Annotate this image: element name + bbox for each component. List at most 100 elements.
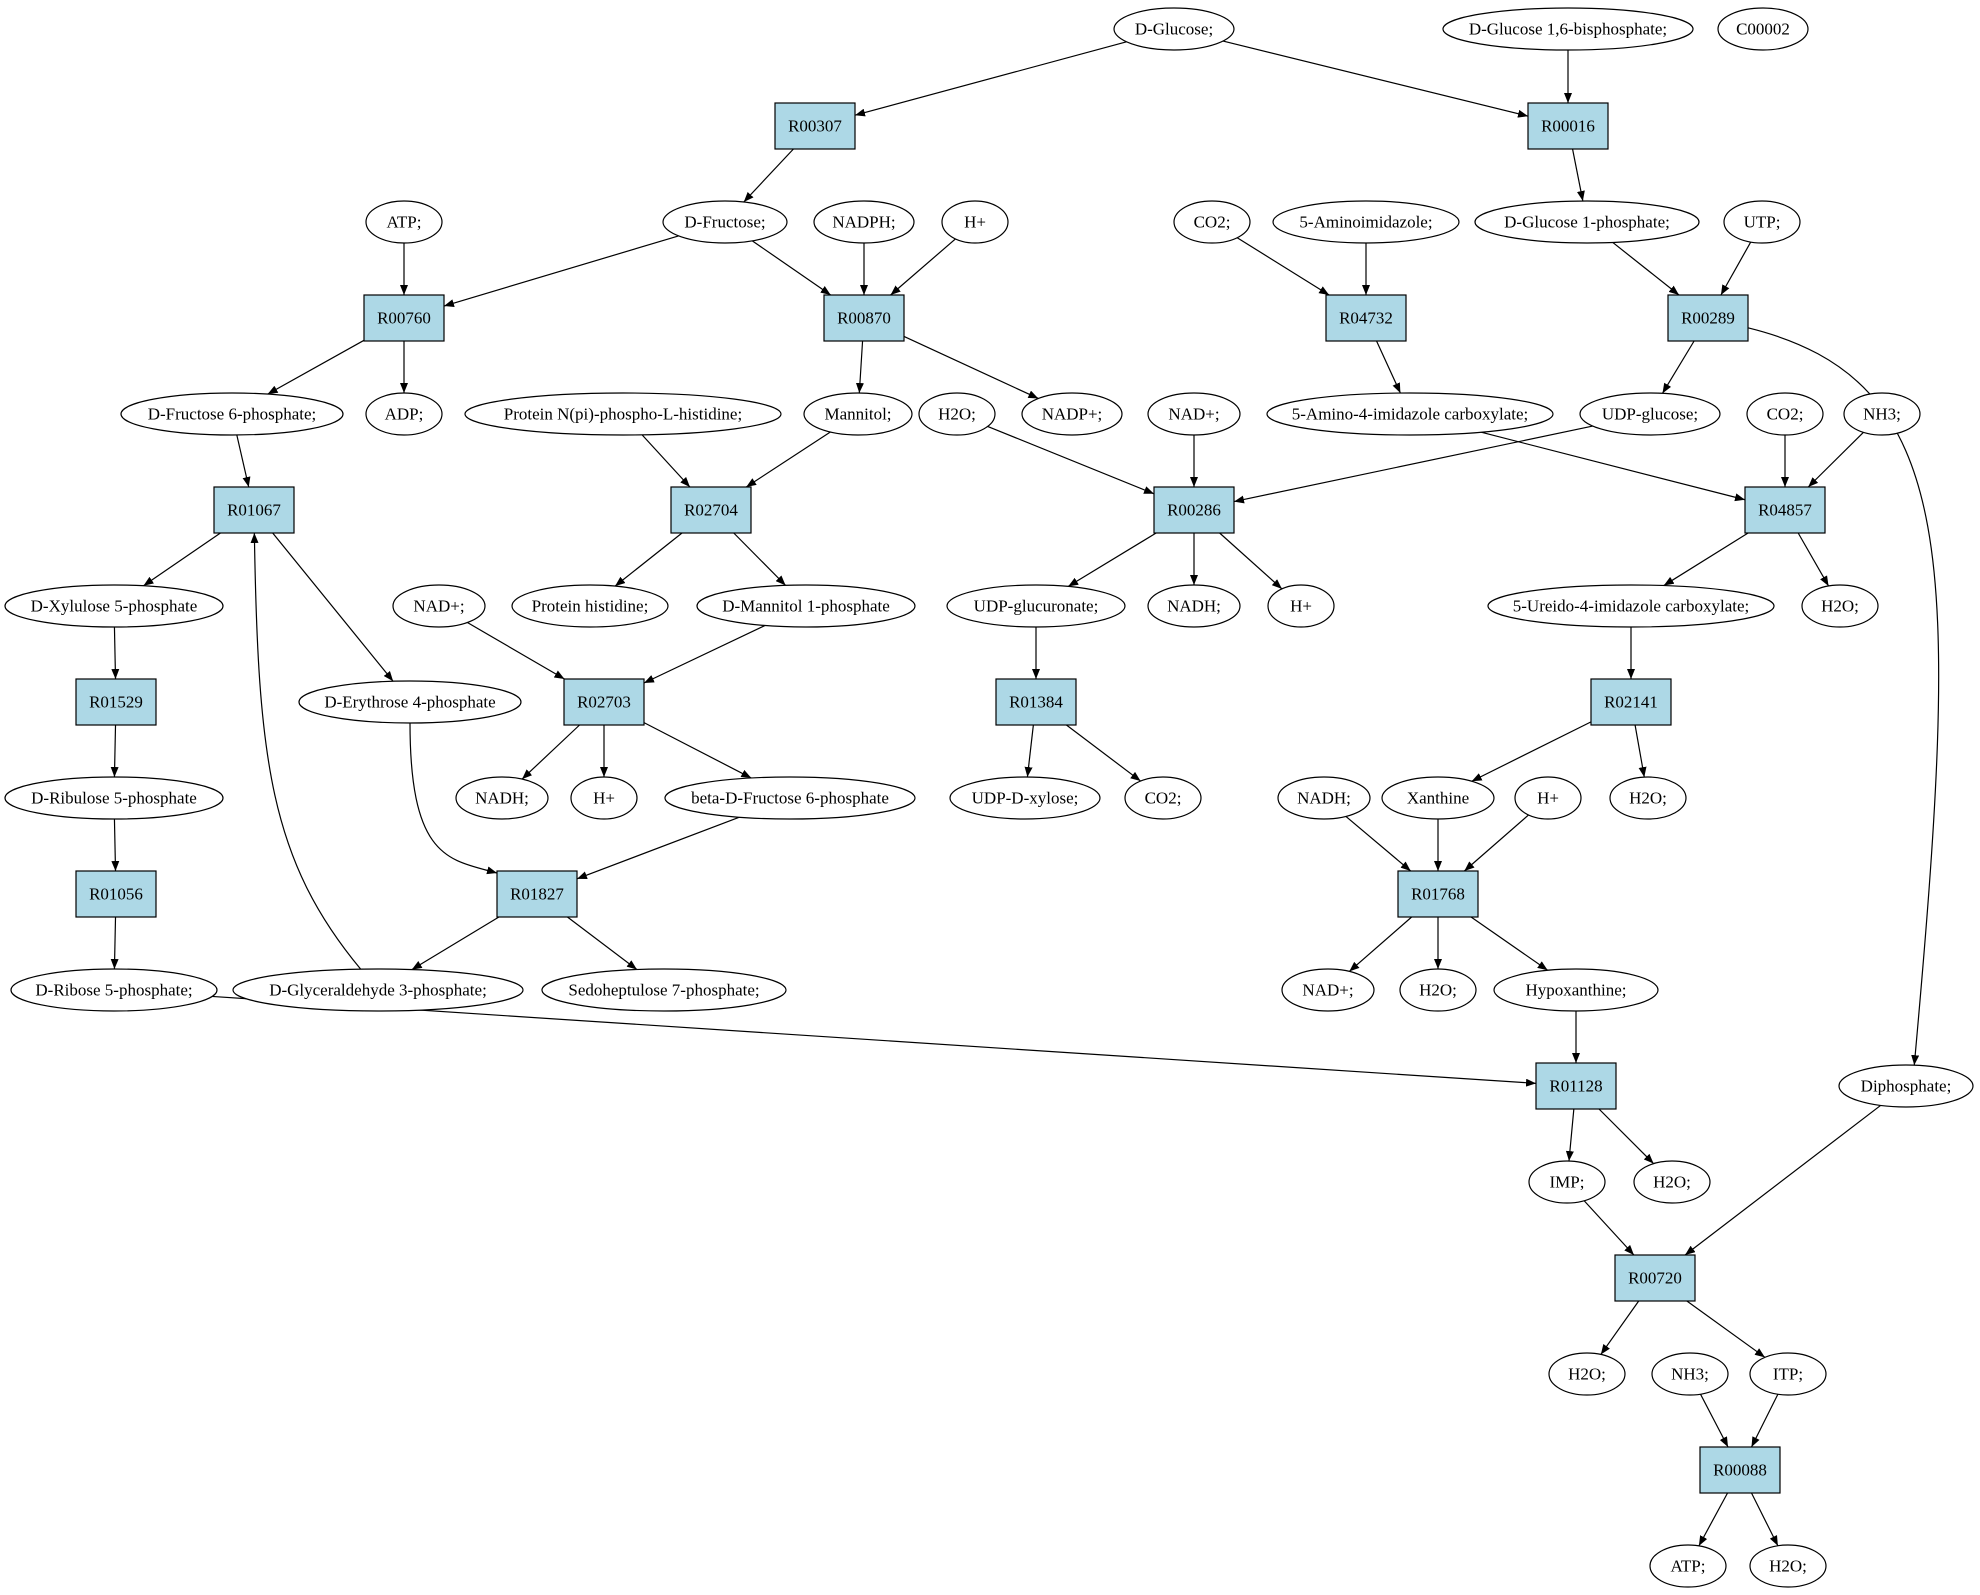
compound-node-c_udpglc[interactable]: UDP-glucose; <box>1579 392 1721 436</box>
compound-node-c_nh3_1[interactable]: NH3; <box>1843 392 1921 436</box>
compound-ellipse <box>1801 584 1879 628</box>
reaction-node-r_R01067[interactable]: R01067 <box>213 486 295 534</box>
compound-node-c_nadh_3[interactable]: NADH; <box>1277 776 1371 820</box>
compound-node-c_ru5p[interactable]: D-Ribulose 5-phosphate <box>4 776 224 820</box>
node-label: 5-Aminoimidazole; <box>1299 213 1432 232</box>
node-label: D-Xylulose 5-phosphate <box>31 597 198 616</box>
compound-node-c_adp[interactable]: ADP; <box>365 392 443 436</box>
reaction-node-r_R04732[interactable]: R04732 <box>1325 294 1407 342</box>
compound-node-c_nh3_2[interactable]: NH3; <box>1651 1352 1729 1396</box>
edge-r_R01067-to-c_e4p <box>272 532 394 682</box>
edge-c_glucose-to-r_R00016 <box>1222 40 1529 118</box>
compound-node-c_e4p[interactable]: D-Erythrose 4-phosphate <box>298 680 522 724</box>
compound-node-c_h2o_4[interactable]: H2O; <box>1399 968 1477 1012</box>
compound-node-c_hypox[interactable]: Hypoxanthine; <box>1493 968 1659 1012</box>
compound-node-c_nad_1[interactable]: NAD+; <box>1147 392 1241 436</box>
compound-node-c_mannitol[interactable]: Mannitol; <box>803 392 913 436</box>
compound-node-c_glc16bp[interactable]: D-Glucose 1,6-bisphosphate; <box>1442 7 1694 51</box>
reaction-node-r_R01056[interactable]: R01056 <box>75 870 157 918</box>
compound-ellipse <box>1514 776 1582 820</box>
reaction-node-r_R02141[interactable]: R02141 <box>1590 678 1672 726</box>
compound-ellipse <box>1487 584 1775 628</box>
compound-node-c_g3p[interactable]: D-Glyceraldehyde 3-phosphate; <box>232 968 524 1012</box>
compound-node-c_h2o_1[interactable]: H2O; <box>918 392 996 436</box>
reaction-node-r_R04857[interactable]: R04857 <box>1744 486 1826 534</box>
compound-node-c_atp1[interactable]: ATP; <box>365 200 443 244</box>
reaction-box <box>1699 1446 1781 1494</box>
node-label: R02141 <box>1604 693 1658 712</box>
edge-c_r5p-to-r_R01128 <box>212 995 1537 1087</box>
compound-node-c_h2o_3[interactable]: H2O; <box>1609 776 1687 820</box>
node-label: Hypoxanthine; <box>1525 981 1626 1000</box>
compound-node-c_utp[interactable]: UTP; <box>1723 200 1801 244</box>
compound-node-c_uicarbox[interactable]: 5-Ureido-4-imidazole carboxylate; <box>1487 584 1775 628</box>
compound-node-c_h2[interactable]: H+ <box>1267 584 1335 628</box>
compound-node-c_co2_1[interactable]: CO2; <box>1173 200 1251 244</box>
reaction-node-r_R02703[interactable]: R02703 <box>563 678 645 726</box>
reaction-node-r_R00307[interactable]: R00307 <box>774 102 856 150</box>
reaction-node-r_R01827[interactable]: R01827 <box>496 870 578 918</box>
compound-node-c_m1p[interactable]: D-Mannitol 1-phosphate <box>696 584 916 628</box>
reaction-node-r_R00088[interactable]: R00088 <box>1699 1446 1781 1494</box>
compound-node-c_c00002[interactable]: C00002 <box>1717 7 1809 51</box>
compound-node-c_aicarbox[interactable]: 5-Amino-4-imidazole carboxylate; <box>1266 392 1554 436</box>
compound-node-c_diphos[interactable]: Diphosphate; <box>1838 1064 1974 1108</box>
compound-node-c_h2o_2[interactable]: H2O; <box>1801 584 1879 628</box>
compound-node-c_glc1p[interactable]: D-Glucose 1-phosphate; <box>1474 200 1700 244</box>
reaction-box <box>774 102 856 150</box>
reaction-node-r_R01529[interactable]: R01529 <box>75 678 157 726</box>
compound-node-c_co2_2[interactable]: CO2; <box>1746 392 1824 436</box>
compound-node-c_protnphis[interactable]: Protein N(pi)-phospho-L-histidine; <box>464 392 782 436</box>
compound-node-c_prothis[interactable]: Protein histidine; <box>511 584 669 628</box>
compound-ellipse <box>803 392 913 436</box>
compound-node-c_itp[interactable]: ITP; <box>1749 1352 1827 1396</box>
compound-node-c_fructose[interactable]: D-Fructose; <box>662 200 788 244</box>
reaction-node-r_R00016[interactable]: R00016 <box>1527 102 1609 150</box>
compound-node-c_h1[interactable]: H+ <box>941 200 1009 244</box>
compound-node-c_co2_3[interactable]: CO2; <box>1124 776 1202 820</box>
compound-node-c_atp2[interactable]: ATP; <box>1649 1544 1727 1588</box>
compound-node-c_h3[interactable]: H+ <box>570 776 638 820</box>
node-label: H2O; <box>1568 1365 1606 1384</box>
compound-node-c_h2o_7[interactable]: H2O; <box>1749 1544 1827 1588</box>
reaction-node-r_R01384[interactable]: R01384 <box>995 678 1077 726</box>
compound-node-c_bf6p[interactable]: beta-D-Fructose 6-phosphate <box>664 776 916 820</box>
compound-node-c_h4[interactable]: H+ <box>1514 776 1582 820</box>
reaction-node-r_R00289[interactable]: R00289 <box>1667 294 1749 342</box>
reaction-node-r_R00286[interactable]: R00286 <box>1153 486 1235 534</box>
reaction-node-r_R00760[interactable]: R00760 <box>363 294 445 342</box>
edge-r_R00286-to-c_h2 <box>1219 532 1283 590</box>
compound-node-c_nad_2[interactable]: NAD+; <box>392 584 486 628</box>
compound-node-c_glucose[interactable]: D-Glucose; <box>1113 7 1235 51</box>
reaction-box <box>1590 678 1672 726</box>
compound-node-c_nadph[interactable]: NADPH; <box>813 200 915 244</box>
compound-node-c_nad_3[interactable]: NAD+; <box>1281 968 1375 1012</box>
compound-node-c_s7p[interactable]: Sedoheptulose 7-phosphate; <box>541 968 787 1012</box>
compound-node-c_nadh_2[interactable]: NADH; <box>455 776 549 820</box>
compound-node-c_f6p[interactable]: D-Fructose 6-phosphate; <box>120 392 344 436</box>
reaction-node-r_R00870[interactable]: R00870 <box>823 294 905 342</box>
compound-node-c_udpxyl[interactable]: UDP-D-xylose; <box>949 776 1101 820</box>
edge-c_h2o_1-to-r_R00286 <box>987 425 1155 495</box>
node-label: H2O; <box>1769 1557 1807 1576</box>
compound-ellipse <box>1843 392 1921 436</box>
compound-node-c_imp[interactable]: IMP; <box>1528 1160 1606 1204</box>
compound-node-c_h2o_5[interactable]: H2O; <box>1633 1160 1711 1204</box>
compound-node-c_nadh_1[interactable]: NADH; <box>1147 584 1241 628</box>
node-label: Protein histidine; <box>532 597 649 616</box>
compound-ellipse <box>1649 1544 1727 1588</box>
reaction-node-r_R01128[interactable]: R01128 <box>1535 1062 1617 1110</box>
reaction-node-r_R00720[interactable]: R00720 <box>1614 1254 1696 1302</box>
compound-node-c_h2o_6[interactable]: H2O; <box>1548 1352 1626 1396</box>
compound-node-c_r5p[interactable]: D-Ribose 5-phosphate; <box>10 968 218 1012</box>
reaction-box <box>670 486 752 534</box>
node-label: R01768 <box>1411 885 1465 904</box>
reaction-node-r_R01768[interactable]: R01768 <box>1397 870 1479 918</box>
compound-node-c_udpglcur[interactable]: UDP-glucuronate; <box>946 584 1126 628</box>
compound-node-c_aminoimid[interactable]: 5-Aminoimidazole; <box>1272 200 1460 244</box>
node-label: D-Ribose 5-phosphate; <box>35 981 192 1000</box>
compound-node-c_xanthine[interactable]: Xanthine <box>1381 776 1495 820</box>
compound-node-c_x5p[interactable]: D-Xylulose 5-phosphate <box>4 584 224 628</box>
reaction-node-r_R02704[interactable]: R02704 <box>670 486 752 534</box>
compound-node-c_nadp[interactable]: NADP+; <box>1021 392 1123 436</box>
